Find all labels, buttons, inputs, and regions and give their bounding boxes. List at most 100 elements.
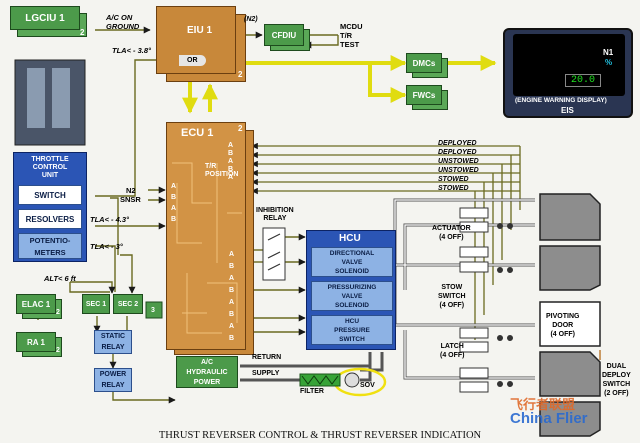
eis-screen [513, 34, 625, 96]
static-relay-0: STATIC [100, 333, 126, 340]
cfdiu: CFDIU [264, 24, 304, 46]
eis-readout: 20.0 [565, 74, 602, 87]
pivot-0: PIVOTING [546, 313, 580, 320]
latch-label: LATCH (4 OFF) [440, 342, 465, 360]
press-valve-2: SOLENOID [335, 302, 369, 309]
mcdu-text: MCDU T/R TEST [340, 22, 363, 49]
status-line-5: STOWED [438, 185, 469, 192]
ab-bottom-6: A [229, 323, 235, 330]
eiu-1: EIU 1 OR [156, 6, 236, 74]
elac-label: ELAC 1 [21, 300, 51, 309]
status-line-3: UNSTOWED [438, 167, 479, 174]
stow-switch-label: STOW SWITCH (4 OFF) [438, 283, 466, 310]
dual-1: DEPLOY [602, 372, 631, 379]
supply-label: SUPPLY [252, 370, 280, 377]
inhibition-relay-symbol [262, 227, 286, 281]
static-relay-1: RELAY [101, 344, 125, 351]
or-gate: OR [179, 55, 206, 66]
eis-label: EIS [561, 106, 574, 115]
return-label: RETURN [252, 354, 282, 361]
ab-left: A B A B [171, 181, 176, 225]
ab-left-2: A [171, 205, 177, 212]
pivoting-door-box [539, 301, 601, 347]
ab-bottom-5: B [229, 311, 235, 318]
tla-43-label: TLA< - 4.3° [90, 215, 130, 224]
filter-label: FILTER [300, 388, 324, 395]
tcu-title: THROTTLE CONTROL UNIT [14, 156, 86, 180]
sov-valve-icon [344, 372, 360, 388]
dmcs: DMCs [406, 53, 442, 73]
eiu-num: 2 [238, 70, 243, 79]
dual-deploy-label: DUAL DEPLOY SWITCH (2 OFF) [602, 362, 631, 398]
power-relay-0: POWER [99, 371, 127, 378]
stow-2: (4 OFF) [439, 302, 465, 309]
dir-valve-0: DIRECTIONAL [329, 250, 375, 257]
sec2-num: 3 [151, 307, 155, 314]
ab-bottom-2: A [229, 275, 235, 282]
press-switch-2: SWITCH [339, 336, 365, 343]
ecu-num: 2 [238, 124, 243, 133]
fwcs-label: FWCs [412, 91, 436, 100]
status-line-1: DEPLOYED [438, 149, 477, 156]
inhibition-line-1: RELAY [263, 215, 287, 222]
ab-bottom-3: B [229, 287, 235, 294]
hyd-line-2: POWER [193, 379, 221, 386]
sec-1: SEC 1 [82, 294, 110, 314]
actuator-label: ACTUATOR (4 OFF) [432, 224, 471, 242]
tr-position-2: POSITION [205, 171, 239, 178]
pressurizing-valve-solenoid: PRESSURIZING VALVE SOLENOID [311, 281, 393, 311]
stow-0: STOW [441, 284, 463, 291]
dir-valve-2: SOLENOID [335, 268, 369, 275]
ab-vertical: A B A B A [228, 142, 234, 181]
hyd-line-1: HYDRAULIC [186, 369, 228, 376]
switch-label: SWITCH [34, 191, 66, 200]
sec1-label: SEC 1 [85, 301, 107, 308]
throttle-control-unit: THROTTLE CONTROL UNIT SWITCH RESOLVERS P… [13, 152, 87, 262]
n2-snsr-2: SNSR [120, 195, 141, 204]
hcu-title: HCU [339, 233, 361, 244]
ab-bottom-4: A [229, 299, 235, 306]
pcb-traces [172, 162, 242, 334]
pivot-1: DOOR [552, 322, 574, 329]
ra-num: 2 [56, 347, 60, 354]
tcu-title-2: UNIT [41, 172, 59, 179]
status-line-2: UNSTOWED [438, 158, 479, 165]
ac-on-ground-label-2: GROUND [106, 22, 140, 31]
alt-label: ALT< 6 ft [44, 274, 76, 283]
lgciu-1: LGCIU 1 [10, 6, 80, 30]
filter-icon [299, 373, 341, 387]
pivot-2: (4 OFF) [550, 331, 575, 338]
actuator-symbols [459, 207, 489, 393]
eis-n1-label: N1 [603, 48, 614, 57]
dual-3: (2 OFF) [604, 390, 629, 397]
fwcs: FWCs [406, 85, 442, 105]
sec2-label: SEC 2 [117, 301, 139, 308]
ra-1: RA 1 [16, 332, 56, 352]
tla-3-label: TLA< - 3° [90, 242, 123, 251]
sov-label: SOV [360, 382, 375, 389]
lgciu-num: 2 [80, 28, 85, 37]
ab-bottom-1: B [229, 263, 235, 270]
static-relay: STATIC RELAY [94, 330, 132, 354]
latch-0: LATCH [440, 343, 464, 350]
ac-on-ground-label-1: A/C ON [106, 13, 133, 22]
resolvers-box: RESOLVERS [18, 209, 82, 229]
actuator-1: (4 OFF) [439, 234, 464, 241]
ab-bottom-7: B [229, 335, 235, 342]
switch-box: SWITCH [18, 185, 82, 205]
status-list: DEPLOYED DEPLOYED UNSTOWED UNSTOWED STOW… [438, 139, 479, 193]
ecu-1: ECU 1 T/R POSITION A B A B A B A B A B A… [166, 122, 246, 350]
dual-0: DUAL [606, 363, 627, 370]
ra-label: RA 1 [27, 338, 45, 347]
elac-num: 2 [56, 309, 60, 316]
resolvers-label: RESOLVERS [25, 215, 75, 224]
press-valve-1: VALVE [341, 293, 363, 300]
pivoting-door-label: PIVOTING DOOR (4 OFF) [546, 312, 579, 339]
mcdu-line-1: T/R [340, 31, 353, 40]
n2-snsr-1: N2 [126, 186, 136, 195]
power-relay: POWER RELAY [94, 368, 132, 392]
latch-1: (4 OFF) [440, 352, 465, 359]
power-relay-1: RELAY [101, 382, 125, 389]
dmcs-label: DMCs [412, 59, 436, 68]
